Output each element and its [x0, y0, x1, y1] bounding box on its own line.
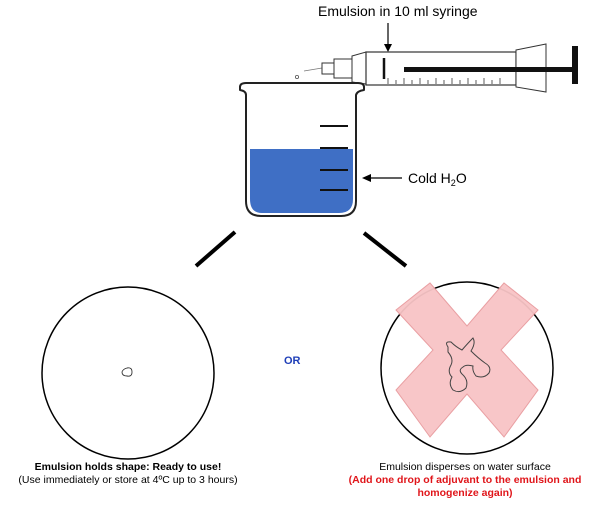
cold-water-label-subscript: 2 — [450, 178, 456, 188]
syringe-label: Emulsion in 10 ml syringe — [318, 3, 478, 19]
cold-water-label-suffix: O — [455, 170, 467, 186]
left-outcome-title: Emulsion holds shape: Ready to use! — [34, 461, 222, 473]
beaker-graduations — [320, 125, 348, 191]
syringe-label-arrow — [384, 23, 392, 52]
or-label: OR — [284, 355, 301, 367]
syringe-luer-tip — [333, 58, 353, 79]
reject-cross-icon — [395, 282, 539, 438]
plunger-rod — [404, 67, 572, 72]
emulsion-drop — [294, 75, 299, 80]
left-outcome-caption: Emulsion holds shape: Ready to use! (Use… — [0, 461, 256, 487]
plunger-thumb-rest — [572, 46, 578, 84]
cold-water-label-prefix: Cold H — [408, 170, 451, 186]
right-outcome-note: (Add one drop of adjuvant to the emulsio… — [348, 474, 582, 499]
syringe-needle — [303, 67, 323, 72]
cold-water-label: Cold H2O — [408, 170, 467, 188]
branch-line-right — [362, 231, 408, 268]
syringe-hub — [321, 62, 335, 75]
syringe-graduations — [387, 78, 501, 84]
syringe — [294, 43, 578, 93]
left-petri-dish — [41, 286, 215, 460]
right-outcome-caption: Emulsion disperses on water surface (Add… — [340, 461, 590, 500]
right-petri-dish — [380, 281, 554, 455]
cold-water-arrow — [362, 174, 402, 182]
right-outcome-title: Emulsion disperses on water surface — [379, 461, 551, 473]
dispersed-emulsion-shape — [446, 337, 491, 393]
branch-line-left — [194, 230, 237, 268]
beaker-glass — [239, 82, 365, 217]
left-outcome-note: (Use immediately or store at 4ºC up to 3… — [18, 474, 238, 486]
intact-emulsion-droplet — [121, 367, 133, 377]
cold-water — [250, 149, 353, 213]
syringe-shoulder — [351, 51, 367, 85]
beaker — [239, 82, 365, 217]
